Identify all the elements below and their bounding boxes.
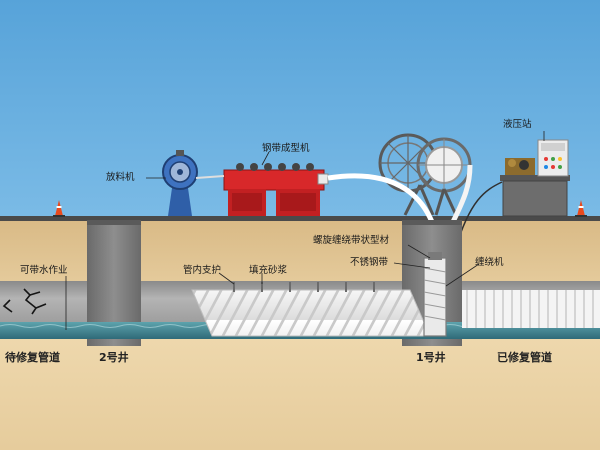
ground-surface <box>0 216 600 221</box>
label-repaired-pipe: 已修复管道 <box>497 351 552 364</box>
repaired-liner <box>462 290 600 328</box>
label-water-operation: 可带水作业 <box>20 265 68 276</box>
label-well-2: 2号井 <box>99 351 129 364</box>
winding-machine <box>423 252 447 337</box>
traffic-cone-icon <box>575 200 587 217</box>
label-unwinding-machine: 放料机 <box>106 172 135 183</box>
hydraulic-station <box>500 139 570 217</box>
label-hydraulic-station: 液压站 <box>503 119 532 130</box>
label-well-1: 1号井 <box>416 351 446 364</box>
label-pipe-to-repair: 待修复管道 <box>5 351 60 364</box>
label-forming-machine: 钢带成型机 <box>262 143 310 154</box>
forming-machine <box>223 163 329 216</box>
label-stainless-strip: 不锈钢带 <box>350 257 389 268</box>
unwinding-machine <box>162 150 198 216</box>
spiral-liner-new <box>191 289 431 337</box>
steel-strip <box>195 175 225 179</box>
label-spiral-profile: 螺旋缠绕带状型材 <box>313 235 390 246</box>
label-grout-filling: 填充砂浆 <box>249 265 288 276</box>
label-winding-machine: 缠绕机 <box>475 257 504 268</box>
crack-icon <box>2 288 47 315</box>
traffic-cone-icon <box>53 200 65 217</box>
label-inner-support: 管内支护 <box>183 265 222 276</box>
leader-lines <box>65 131 545 330</box>
